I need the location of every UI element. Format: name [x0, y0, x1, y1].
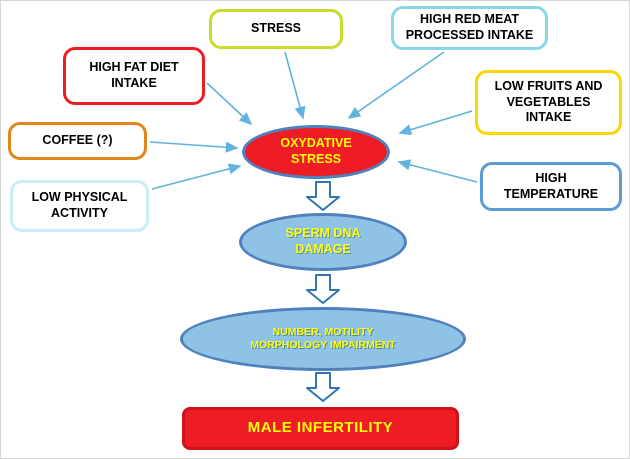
factor-label-low-physical: LOW PHYSICAL ACTIVITY [31, 190, 128, 220]
arrow-meat-to-oxidative [347, 51, 445, 119]
factor-box-high-red-meat: HIGH RED MEAT PROCESSED INTAKE [391, 6, 548, 50]
factor-box-stress: STRESS [209, 9, 343, 49]
arrow-coffee-to-oxidative [149, 141, 239, 153]
impairment-node: NUMBER, MOTILITY MORPHOLOGY IMPAIRMENT [180, 307, 466, 371]
arrow-fat-to-oxidative [206, 82, 253, 126]
factor-label-coffee: COFFEE (?) [42, 133, 113, 148]
block-arrow-oxidative-to-dna [306, 181, 340, 211]
oxidative-stress-label: OXYDATIVE STRESS [280, 136, 352, 166]
male-infertility-label: MALE INFERTILITY [247, 419, 394, 437]
male-infertility-node: MALE INFERTILITY [182, 407, 459, 450]
sperm-dna-damage-label: SPERM DNA DAMAGE [285, 226, 361, 256]
arrow-physical-to-oxidative [151, 163, 242, 190]
block-arrow-dna-to-impairment [306, 274, 340, 304]
arrow-stress-to-oxidative [284, 51, 306, 120]
factor-box-high-temperature: HIGH TEMPERATURE [480, 162, 622, 211]
block-arrow-impairment-to-infertility [306, 372, 340, 402]
sperm-dna-damage-node: SPERM DNA DAMAGE [239, 213, 407, 271]
oxidative-stress-node: OXYDATIVE STRESS [242, 125, 390, 179]
factor-box-coffee: COFFEE (?) [8, 122, 147, 160]
factor-label-high-fat-diet: HIGH FAT DIET INTAKE [89, 60, 179, 90]
factor-label-low-fruits: LOW FRUITS AND VEGETABLES INTAKE [494, 79, 603, 125]
factor-label-stress: STRESS [250, 21, 301, 36]
factor-box-low-physical: LOW PHYSICAL ACTIVITY [10, 180, 149, 232]
factor-label-high-red-meat: HIGH RED MEAT PROCESSED INTAKE [405, 12, 534, 42]
arrow-fruits-to-oxidative [398, 110, 473, 136]
factor-label-high-temperature: HIGH TEMPERATURE [503, 170, 599, 201]
impairment-label: NUMBER, MOTILITY MORPHOLOGY IMPAIRMENT [250, 325, 396, 351]
arrow-temperature-to-oxidative [397, 159, 478, 183]
factor-box-high-fat-diet: HIGH FAT DIET INTAKE [63, 47, 205, 105]
factor-box-low-fruits: LOW FRUITS AND VEGETABLES INTAKE [475, 70, 622, 135]
